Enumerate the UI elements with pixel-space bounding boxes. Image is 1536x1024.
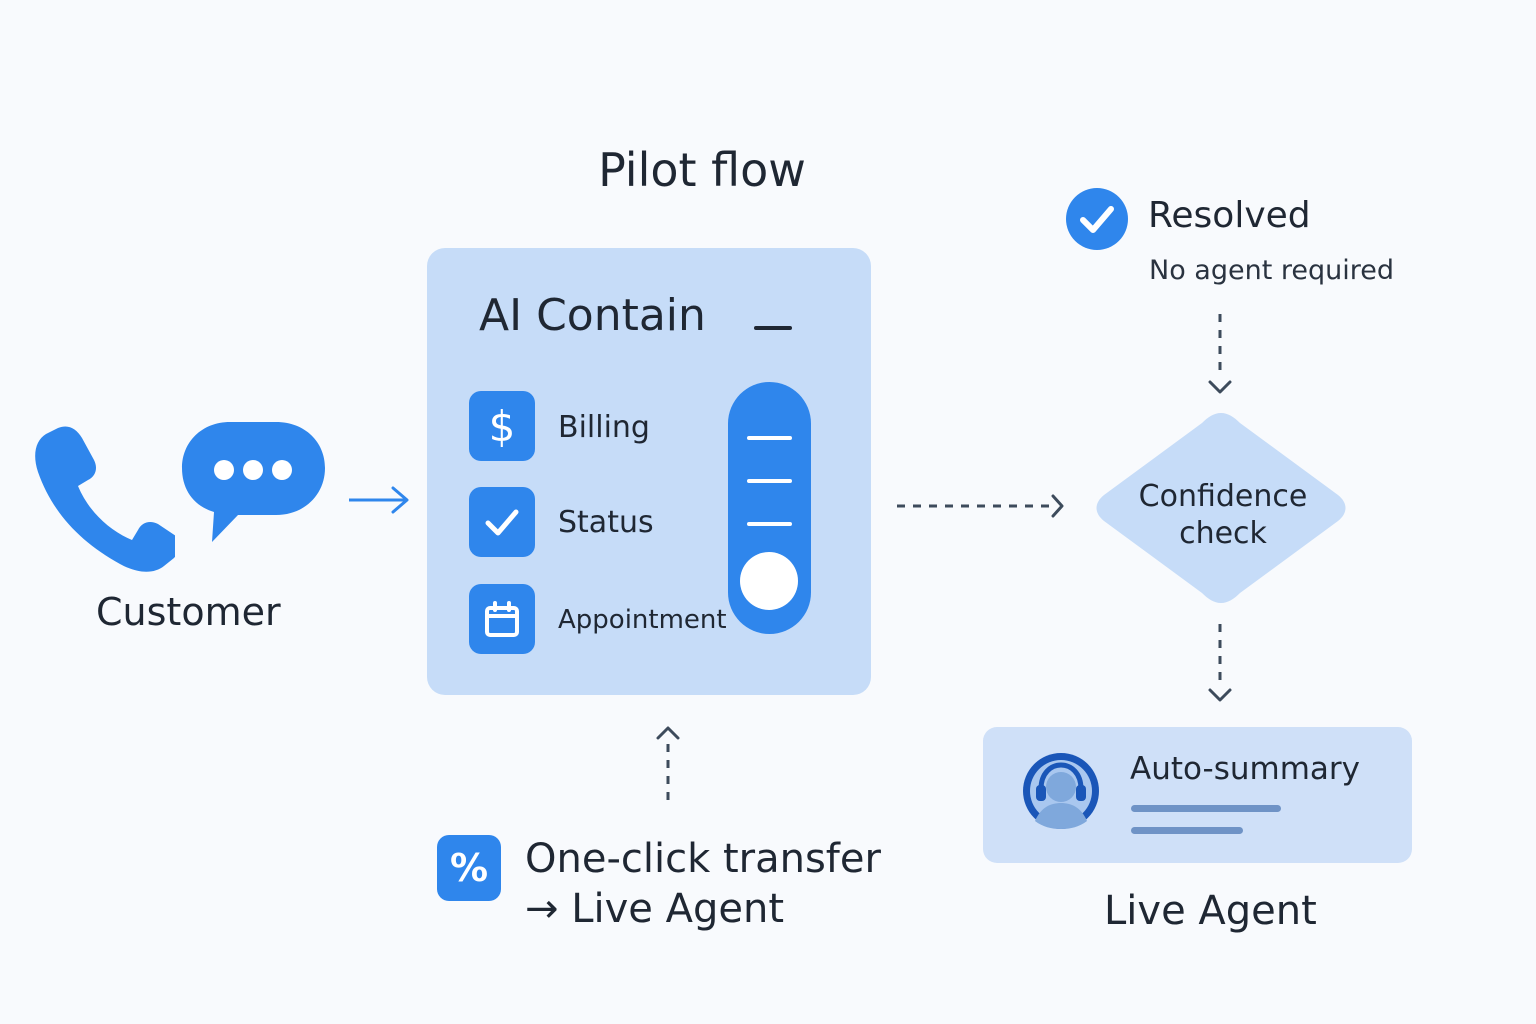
calendar-icon[interactable]	[469, 584, 535, 654]
check-icon[interactable]	[469, 487, 535, 557]
auto-summary-label: Auto-summary	[1130, 751, 1361, 787]
transfer-target: → Live Agent	[525, 886, 784, 932]
ai-contain-panel: AI Contain $ Billing Status Appointment	[427, 248, 871, 695]
page-title: Pilot flow	[598, 143, 806, 197]
summary-line	[1131, 827, 1243, 834]
transfer-target-label: Live Agent	[571, 886, 785, 932]
agent-headset-icon	[1023, 753, 1099, 829]
slider-knob[interactable]	[740, 552, 798, 610]
confidence-line2: check	[1179, 516, 1267, 551]
agent-card: Auto-summary	[983, 727, 1412, 863]
confidence-check-label: Confidence check	[1108, 478, 1338, 552]
dashed-arrow-right-icon	[897, 494, 1064, 518]
transfer-title: One-click transfer	[525, 836, 881, 882]
dollar-icon[interactable]: $	[469, 391, 535, 461]
percent-icon[interactable]: %	[437, 835, 501, 901]
dashed-arrow-up-icon	[656, 726, 680, 804]
vertical-slider[interactable]	[728, 382, 811, 634]
dashed-arrow-down-icon	[1208, 624, 1232, 702]
confidence-line1: Confidence	[1138, 479, 1308, 514]
phone-icon	[35, 426, 175, 572]
slider-line	[747, 522, 792, 526]
minimize-icon[interactable]	[754, 326, 792, 330]
arrow-right-icon	[349, 486, 409, 514]
menu-item-status[interactable]: Status	[558, 505, 654, 540]
customer-label: Customer	[96, 590, 281, 634]
resolved-title: Resolved	[1148, 195, 1311, 236]
svg-text:$: $	[489, 402, 516, 451]
slider-line	[747, 436, 792, 440]
confidence-diamond	[1096, 413, 1346, 603]
check-circle-icon	[1066, 188, 1128, 250]
live-agent-label: Live Agent	[1104, 888, 1317, 934]
resolved-subtitle: No agent required	[1149, 255, 1395, 286]
transfer-arrow: →	[525, 886, 559, 932]
menu-item-appointment[interactable]: Appointment	[558, 605, 727, 635]
menu-item-billing[interactable]: Billing	[558, 410, 650, 445]
slider-line	[747, 479, 792, 483]
panel-title: AI Contain	[479, 290, 706, 341]
chat-bubble-icon	[182, 422, 325, 542]
summary-line	[1131, 805, 1281, 812]
dashed-arrow-down-icon	[1208, 314, 1232, 394]
